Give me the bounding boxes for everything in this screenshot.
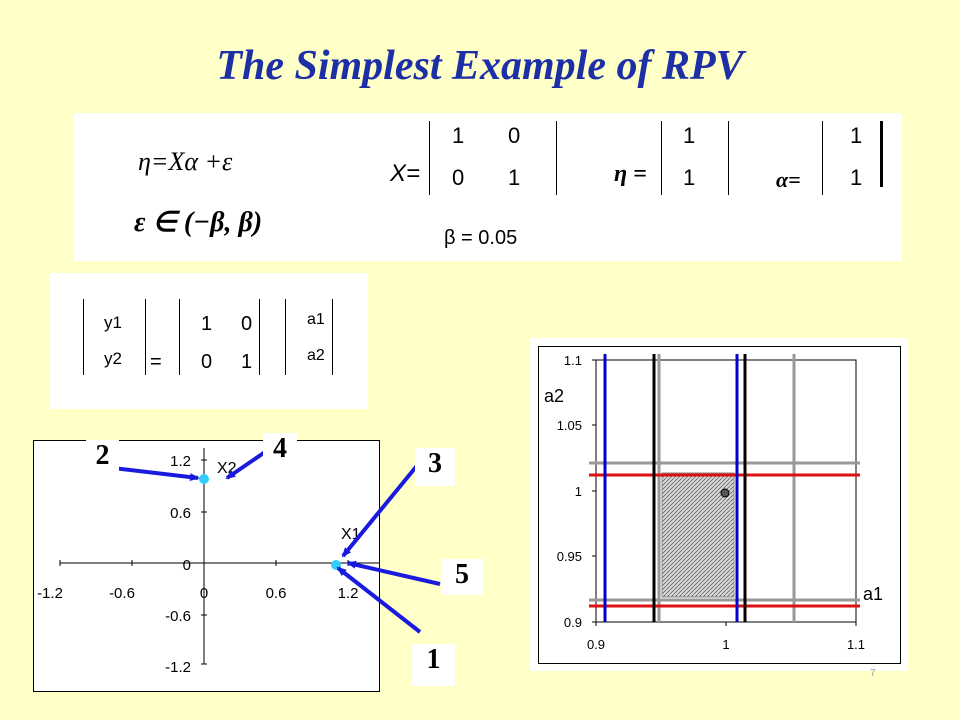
callout-4: 4 — [263, 433, 297, 466]
feasible-region-frame — [538, 346, 901, 664]
y-tick-label: 1.1 — [564, 353, 582, 368]
eta-vector-right-bar — [728, 121, 729, 195]
x-tick-label: 0.6 — [266, 585, 287, 602]
eta-vector-cell: 1 — [683, 165, 696, 190]
eta-vector-cell: 1 — [683, 123, 696, 148]
y-tick-label: 1.05 — [557, 418, 582, 433]
x-axis-ticks: -1.2 -0.6 0 0.6 1.2 — [37, 560, 358, 602]
a-vector-left-bar — [285, 299, 286, 375]
arrow-4 — [225, 448, 270, 480]
page-number: 7 — [870, 668, 876, 679]
page-title: The Simplest Example of RPV — [216, 43, 744, 89]
arrow-2 — [112, 466, 200, 482]
equals-sign: = — [150, 351, 162, 373]
x-matrix-cell: 0 — [452, 165, 465, 190]
alpha-vector-cell: 1 — [850, 123, 863, 148]
arrow-1 — [336, 566, 422, 634]
callout-5: 5 — [441, 559, 483, 595]
design-point-plot: -1.2 -0.6 0 0.6 1.2 1.2 0.6 0 -0.6 -1.2 … — [33, 440, 380, 692]
y-tick-label: -1.2 — [165, 659, 191, 676]
matrix-cell: 1 — [201, 313, 213, 335]
x-axis-label: a1 — [863, 584, 883, 604]
y-axis-ticks: 1.1 1.05 1 0.95 0.9 — [557, 353, 596, 630]
x-matrix-cell: 0 — [508, 123, 521, 148]
y-tick-label: 0.9 — [564, 615, 582, 630]
y-vector-right-bar — [145, 299, 146, 375]
alpha-vector-right-bar — [880, 121, 883, 187]
y-tick-label: -0.6 — [165, 608, 191, 625]
y-tick-label: 0 — [183, 557, 191, 574]
matrix-cell: 0 — [201, 351, 213, 373]
arrow-3 — [341, 460, 422, 558]
eta-label: η = — [614, 161, 647, 187]
alpha-label: α= — [776, 167, 801, 192]
a-vector-cell: a1 — [307, 311, 325, 328]
x-tick-label: 0 — [200, 585, 208, 602]
true-parameter-point — [720, 488, 730, 498]
callout-1: 1 — [412, 644, 455, 686]
x-tick-label: 1.2 — [338, 585, 359, 602]
a-vector-right-bar — [332, 299, 333, 375]
a-vector-cell: a2 — [307, 347, 325, 364]
y-axis-ticks: 1.2 0.6 0 -0.6 -1.2 — [165, 453, 207, 676]
y-tick-label: 0.6 — [170, 505, 191, 522]
beta-equation: β = 0.05 — [444, 227, 518, 249]
x-matrix-label: X= — [390, 160, 421, 187]
eta-vector-left-bar — [661, 121, 662, 195]
matrix-cell: 1 — [241, 351, 253, 373]
x-matrix-cell: 1 — [508, 165, 521, 190]
alpha-vector-left-bar — [822, 121, 823, 195]
x-tick-label: 0.9 — [587, 637, 605, 652]
point-x2 — [199, 474, 209, 484]
x-tick-label: 1.1 — [847, 637, 865, 652]
y-axis-label: a2 — [544, 386, 564, 406]
y-tick-label: 0.95 — [557, 549, 582, 564]
x-tick-label: -1.2 — [37, 585, 63, 602]
y-vector-cell: y2 — [104, 349, 122, 368]
x-matrix-right-bar — [556, 121, 557, 195]
matrix-cell: 0 — [241, 313, 253, 335]
callout-2: 2 — [86, 440, 119, 476]
x-tick-label: -0.6 — [109, 585, 135, 602]
x-matrix-cell: 1 — [452, 123, 465, 148]
design-point-plot-svg: -1.2 -0.6 0 0.6 1.2 1.2 0.6 0 -0.6 -1.2 … — [37, 448, 379, 676]
feasible-region-svg: 1.1 1.05 1 0.95 0.9 0.9 1 1.1 a2 a1 — [544, 353, 883, 652]
y-vector-left-bar — [83, 299, 84, 375]
equation-panel: η=Xα +ε ε ∈ (−β, β) X= 1 0 0 1 η = 1 1 α… — [74, 113, 902, 261]
callout-3: 3 — [415, 448, 455, 486]
y-vector-cell: y1 — [104, 313, 122, 332]
feasible-region-panel: 1.1 1.05 1 0.95 0.9 0.9 1 1.1 a2 a1 — [530, 338, 908, 671]
alpha-vector-cell: 1 — [850, 165, 863, 190]
arrow-5 — [346, 560, 441, 586]
x-matrix-left-bar — [429, 121, 430, 195]
y-tick-label: 1 — [575, 484, 582, 499]
x-tick-label: 1 — [722, 637, 729, 652]
matrix-left-bar — [179, 299, 180, 375]
matrix-right-bar — [259, 299, 260, 375]
error-interval: ε ∈ (−β, β) — [134, 207, 263, 238]
model-equation: η=Xα +ε — [138, 147, 233, 176]
matrix-panel: y1 y2 = 1 0 0 1 a1 a2 — [49, 273, 368, 409]
y-tick-label: 1.2 — [170, 453, 191, 470]
x-axis-ticks: 0.9 1 1.1 — [587, 622, 865, 652]
